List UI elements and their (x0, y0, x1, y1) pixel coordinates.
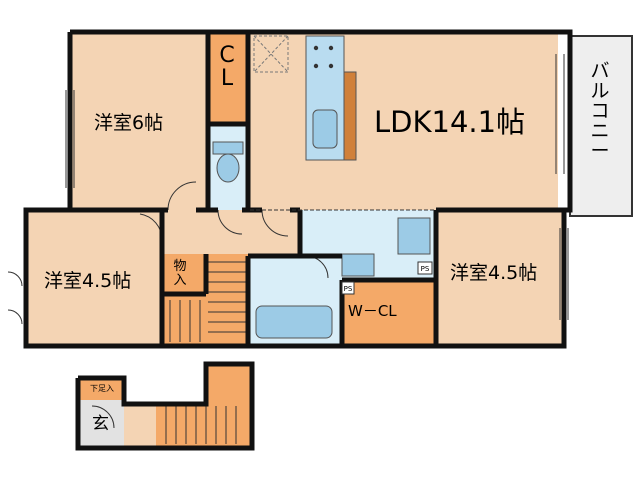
wash-basin-icon (397, 217, 431, 255)
western-room-6-label: 洋室6帖 (94, 112, 164, 134)
kitchen-sink-icon (312, 109, 338, 149)
stove-burner-icon (313, 63, 319, 69)
stove-burner-icon (328, 63, 334, 69)
storage-floor (162, 254, 206, 294)
western-room-6-floor (70, 32, 208, 210)
shoe-cabinet-floor (80, 380, 124, 400)
stairs (169, 261, 248, 342)
entrance-floor (80, 400, 124, 446)
windows (65, 54, 569, 320)
entrance-hall-floor (124, 404, 156, 446)
storage-label: 物入 (173, 259, 187, 288)
lower-stairs (165, 406, 237, 444)
svg-text:PS: PS (421, 265, 430, 273)
lower-stair-top-floor (206, 366, 252, 406)
stove-burner-icon (313, 45, 319, 51)
ldk-label: LDK14.1帖 (374, 105, 526, 139)
walls (23, 29, 573, 451)
toilet-tank-icon (212, 141, 244, 155)
western-room-45-right-floor (436, 210, 564, 344)
balcony-floor (569, 35, 633, 217)
entrance-label: 玄 (92, 414, 109, 434)
lower-stair-floor (156, 404, 252, 446)
closet-cl-floor (208, 32, 248, 124)
balcony-label: バルコニー (590, 60, 610, 162)
bathtub-icon (255, 305, 333, 339)
walk-in-closet-label: W－CL (348, 302, 397, 320)
svg-text:PS: PS (344, 285, 353, 293)
fridge-space (253, 35, 289, 73)
western-room-45-left-label: 洋室4.5帖 (44, 270, 132, 292)
toilet-bowl-icon (216, 153, 240, 183)
stove-burner-icon (328, 45, 334, 51)
closet-cl-label: CL (219, 43, 235, 92)
walk-in-closet-floor (342, 282, 434, 344)
ldk-floor (250, 32, 558, 210)
western-room-45-left-floor (26, 210, 162, 344)
stair-upper-floor (206, 254, 250, 344)
kitchen-island-counter (343, 71, 357, 161)
stair-landing-floor (162, 294, 206, 344)
shoe-cabinet-label: 下足入 (90, 384, 114, 393)
hallway-floor (162, 210, 300, 254)
washer-space-icon (341, 253, 375, 277)
western-room-45-right-label: 洋室4.5帖 (450, 262, 538, 284)
